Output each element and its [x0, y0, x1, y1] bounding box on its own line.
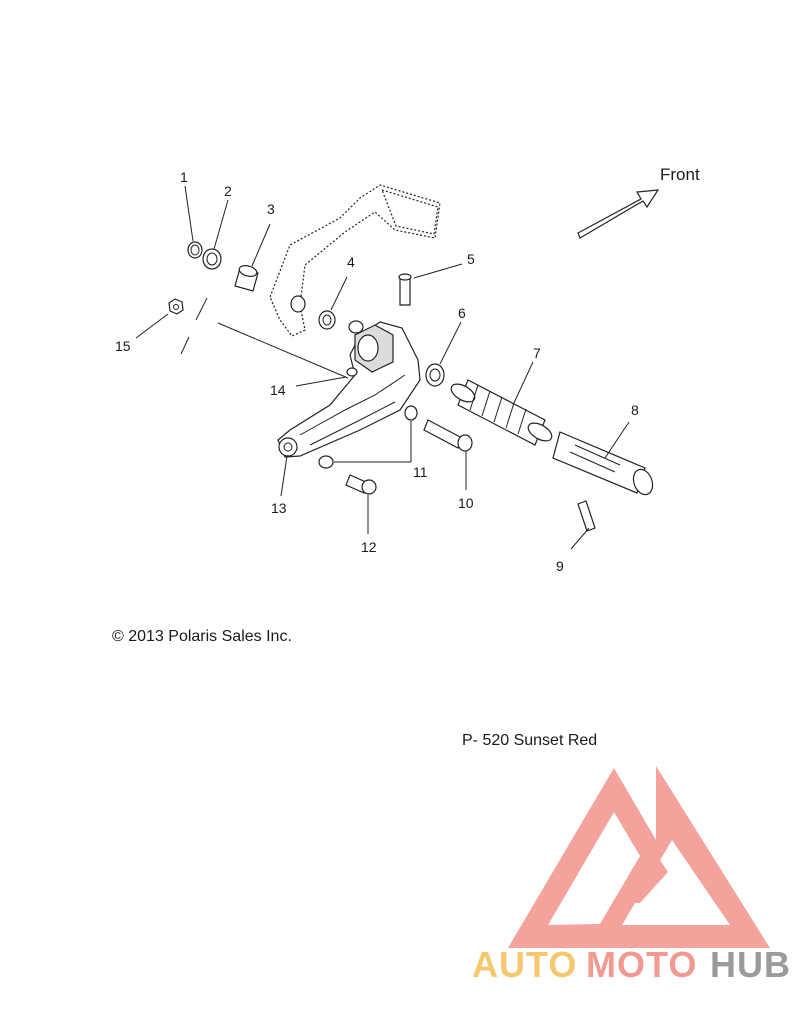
- callout-3: 3: [267, 201, 275, 217]
- callout-6: 6: [458, 305, 466, 321]
- part-12-bolt: [345, 474, 377, 495]
- part-3-bushing: [234, 265, 259, 292]
- part-1-snap-ring: [187, 241, 203, 259]
- copyright-text: © 2013 Polaris Sales Inc.: [112, 628, 292, 645]
- part-10-bolt: [423, 419, 473, 452]
- callout-5: 5: [467, 251, 475, 267]
- callout-8: 8: [631, 402, 639, 418]
- callout-10: 10: [458, 495, 474, 511]
- callout-7: 7: [533, 345, 541, 361]
- front-arrow-icon: [577, 189, 660, 239]
- callout-9: 9: [556, 558, 564, 574]
- watermark-moto: MOTO: [586, 944, 697, 985]
- part-6-washer: [425, 363, 445, 387]
- callout-15: 15: [115, 338, 131, 354]
- callout-12: 12: [361, 539, 377, 555]
- part-8-peg-shaft: [552, 431, 654, 496]
- part-13-footpeg-bracket: [277, 320, 421, 458]
- front-label: Front: [660, 165, 700, 184]
- part-15-nut: [168, 298, 184, 315]
- part-2-washer: [202, 248, 222, 270]
- part-11-washers: [318, 405, 418, 469]
- callout-14: 14: [270, 382, 286, 398]
- part-4-washer: [318, 310, 336, 330]
- part-9-small-pin: [577, 500, 596, 532]
- watermark-auto: AUTO: [472, 944, 577, 985]
- part-5-pin: [398, 273, 412, 306]
- automotohub-logo: [508, 766, 770, 948]
- callout-11: 11: [413, 464, 428, 480]
- part-7-footpeg-rubber: [450, 379, 553, 446]
- callout-2: 2: [224, 183, 232, 199]
- callout-4: 4: [347, 254, 355, 270]
- callout-1: 1: [180, 169, 188, 185]
- watermark-hub: HUB: [710, 944, 791, 985]
- paint-code-text: P- 520 Sunset Red: [462, 732, 597, 749]
- shift-lever: [269, 184, 441, 337]
- callout-13: 13: [271, 500, 287, 516]
